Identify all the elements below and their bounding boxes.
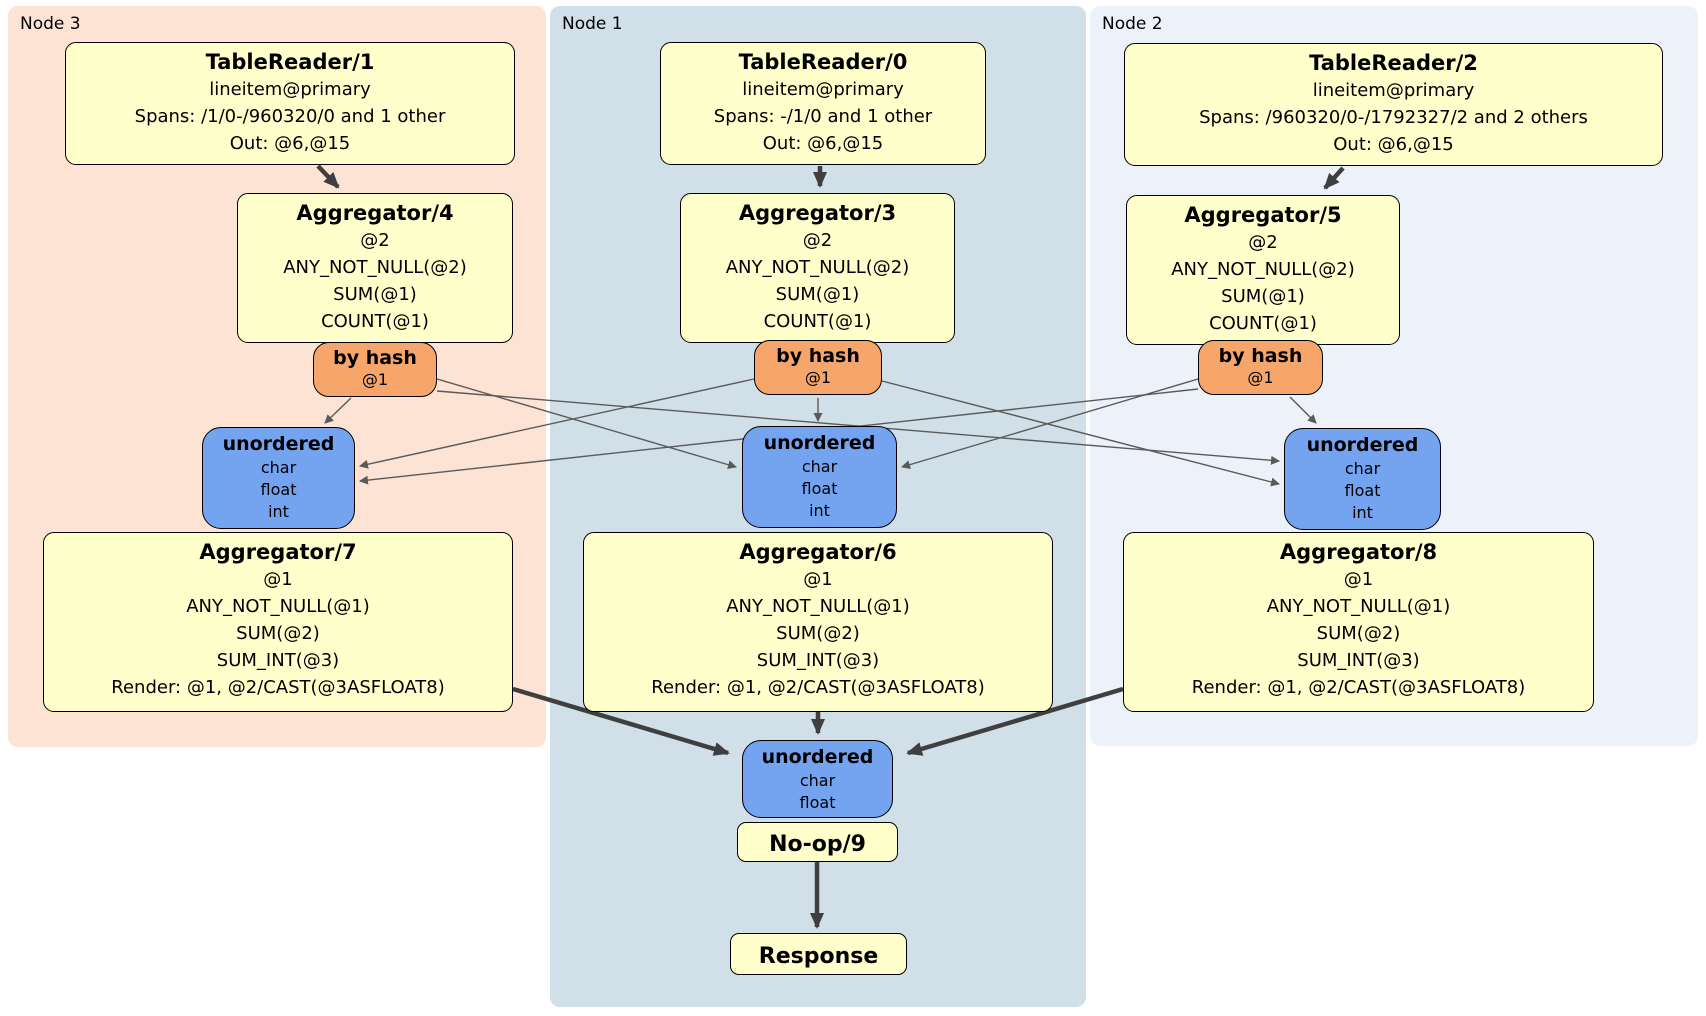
edge-agg8-unfinal <box>906 686 1124 756</box>
edge-agg7-unfinal <box>512 686 730 756</box>
panel-node-2-label: Node 2 <box>1102 14 1163 34</box>
processor-aggregator-5: Aggregator/5 @2 ANY_NOT_NULL(@2) SUM(@1)… <box>1126 195 1400 345</box>
processor-tablereader-0: TableReader/0 lineitem@primary Spans: -/… <box>660 42 986 165</box>
edge-hash1-un3 <box>359 378 755 469</box>
processor-aggregator-7: Aggregator/7 @1 ANY_NOT_NULL(@1) SUM(@2)… <box>43 532 513 712</box>
sync-unordered-final: unordered char float <box>742 740 893 818</box>
processor-tablereader-2: TableReader/2 lineitem@primary Spans: /9… <box>1124 43 1663 166</box>
router-by-hash-node3: by hash @1 <box>313 342 437 397</box>
sync-unordered-node1: unordered char float int <box>742 426 897 528</box>
processor-aggregator-4: Aggregator/4 @2 ANY_NOT_NULL(@2) SUM(@1)… <box>237 193 513 343</box>
sync-unordered-node3: unordered char float int <box>202 427 355 529</box>
sync-unordered-node2: unordered char float int <box>1284 428 1441 530</box>
panel-node-3-label: Node 3 <box>20 14 81 34</box>
edge-hash2-un1 <box>901 378 1199 470</box>
edge-hash2-un2 <box>1289 396 1317 424</box>
processor-response: Response <box>730 933 907 975</box>
processor-aggregator-8: Aggregator/8 @1 ANY_NOT_NULL(@1) SUM(@2)… <box>1123 532 1594 712</box>
processor-noop-9: No-op/9 <box>737 822 898 862</box>
edge-hash3-un3 <box>324 397 352 424</box>
processor-aggregator-6: Aggregator/6 @1 ANY_NOT_NULL(@1) SUM(@2)… <box>583 532 1053 712</box>
router-by-hash-node2: by hash @1 <box>1198 340 1323 395</box>
edge-tr2-agg5 <box>1323 166 1345 190</box>
edge-hash3-un1 <box>436 378 737 470</box>
processor-tablereader-1: TableReader/1 lineitem@primary Spans: /1… <box>65 42 515 165</box>
edge-tr1-agg4 <box>316 164 340 189</box>
router-by-hash-node1: by hash @1 <box>754 340 882 395</box>
edge-hash1-un2 <box>881 380 1280 487</box>
panel-node-1-label: Node 1 <box>562 14 623 34</box>
processor-aggregator-3: Aggregator/3 @2 ANY_NOT_NULL(@2) SUM(@1)… <box>680 193 955 343</box>
